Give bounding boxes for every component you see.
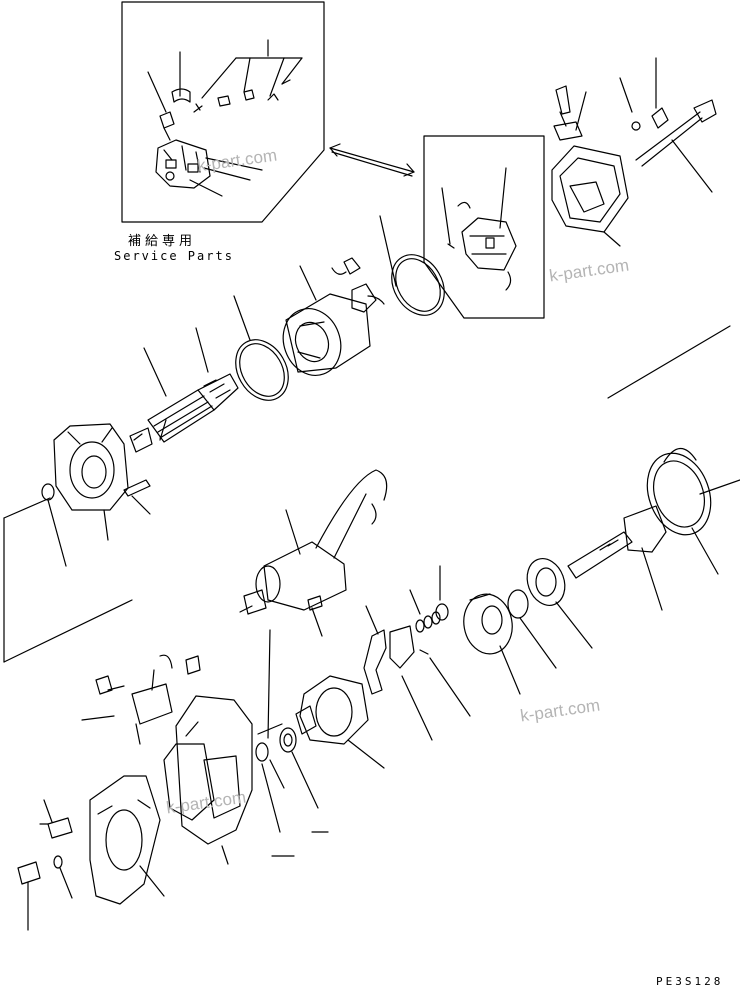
brush-holder-box: [424, 136, 544, 318]
service-parts-label-japanese: 補給専用: [128, 234, 197, 249]
double-arrow: [330, 144, 414, 176]
front-housing: [4, 600, 282, 864]
service-parts-inset: [122, 2, 324, 222]
drive-end-frame: [4, 424, 150, 662]
rear-cover-group: [552, 58, 716, 246]
inset-brush-holder: [156, 112, 210, 188]
armature: [130, 328, 238, 452]
magnetic-switch: [240, 470, 387, 636]
o-rings: [225, 216, 721, 574]
shift-lever: [364, 566, 470, 740]
overrunning-clutch: [256, 676, 384, 856]
inset-brush-springs: [172, 80, 290, 112]
inset-leader-lines: [148, 40, 302, 196]
yoke: [274, 258, 384, 384]
service-parts-label-english: Service Parts: [114, 249, 234, 263]
planetary-gear: [459, 326, 740, 694]
pinion-housing-cover: [18, 776, 164, 930]
drawing-code: PE3S128: [656, 975, 724, 988]
